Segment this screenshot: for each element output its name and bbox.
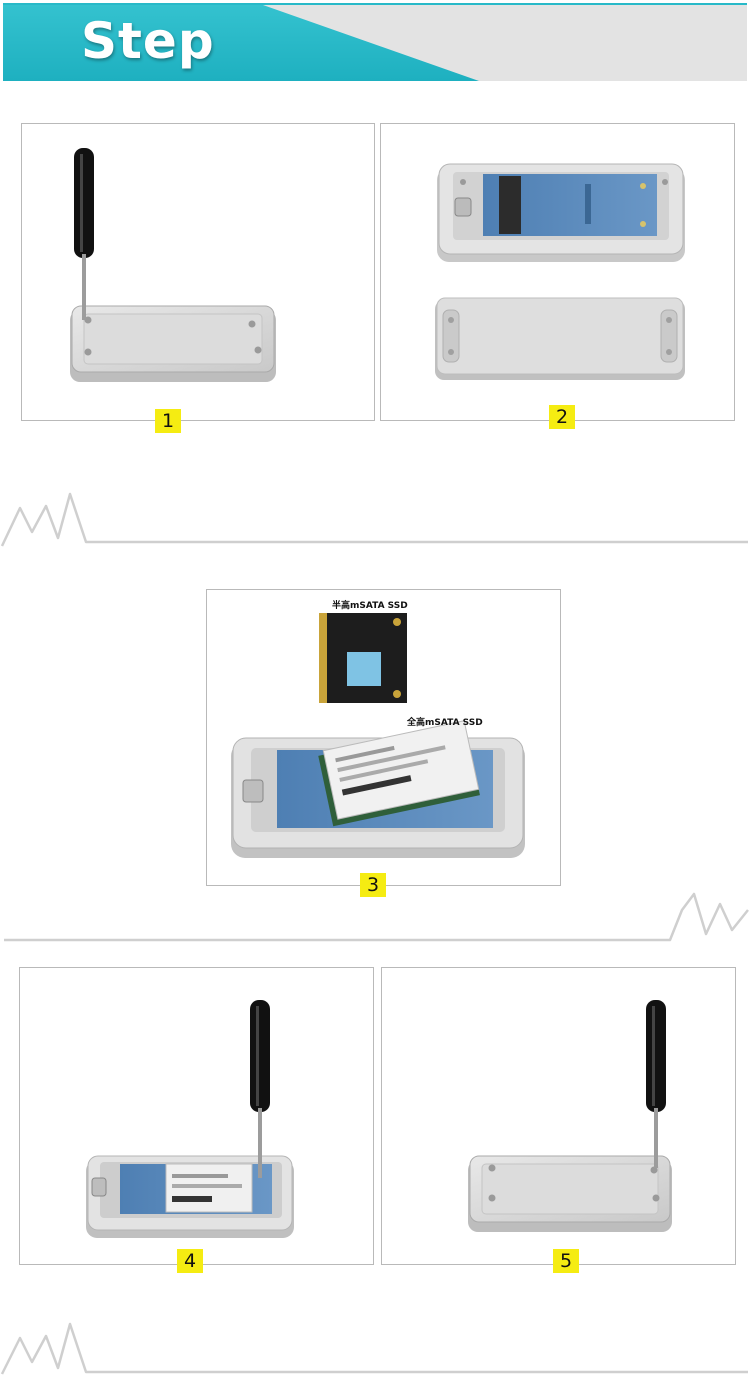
step-1-panel	[21, 123, 375, 421]
lid-icon	[435, 297, 685, 380]
step-3-panel: 半高mSATA SSD 全高mSATA SSD	[206, 589, 561, 886]
step-5-panel	[381, 967, 736, 1265]
enclosure-icon	[437, 163, 685, 262]
zigzag-divider-icon	[0, 492, 748, 547]
zigzag-divider-icon	[0, 1322, 748, 1375]
screwdriver-icon	[646, 1000, 666, 1168]
zigzag-divider-icon	[4, 892, 749, 942]
step-4-panel	[19, 967, 374, 1265]
step-header-banner: Step	[3, 3, 747, 81]
screwdriver-icon	[250, 1000, 270, 1178]
step-1-badge: 1	[155, 409, 181, 433]
msata-ssd-icon	[319, 613, 407, 703]
step-5-badge: 5	[553, 1249, 579, 1273]
full-height-ssd-label: 全高mSATA SSD	[406, 716, 483, 728]
step-2-badge: 2	[549, 405, 575, 429]
enclosure-icon	[468, 1155, 672, 1232]
msata-ssd-icon	[318, 720, 480, 827]
step-2-illustration	[435, 163, 685, 380]
step-3-illustration: 半高mSATA SSD 全高mSATA SSD	[231, 599, 525, 858]
step-4-badge: 4	[177, 1249, 203, 1273]
enclosure-icon	[86, 1155, 294, 1238]
screwdriver-icon	[74, 148, 94, 320]
page-title: Step	[81, 12, 215, 70]
step-2-panel	[380, 123, 735, 421]
half-height-ssd-label: 半高mSATA SSD	[332, 599, 408, 611]
step-3-badge: 3	[360, 873, 386, 897]
step-1-illustration	[70, 148, 276, 382]
step-4-illustration	[86, 1000, 294, 1238]
step-5-illustration	[468, 1000, 672, 1232]
